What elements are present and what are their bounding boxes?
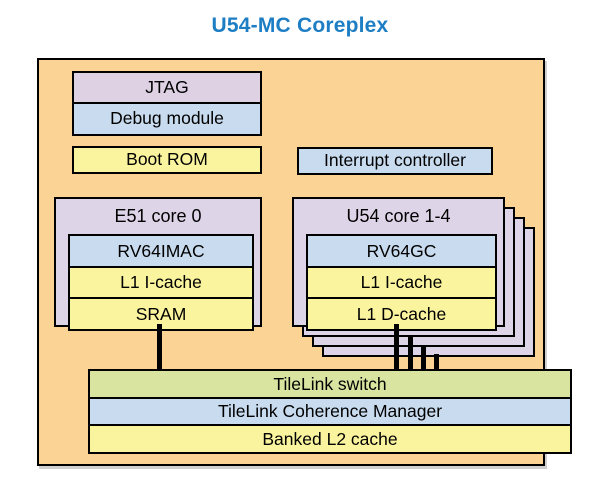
e51-core-block: E51 core 0 RV64IMAC L1 I-cache SRAM <box>54 197 262 331</box>
e51-core-rows: RV64IMAC L1 I-cache SRAM <box>68 234 254 331</box>
jtag-debug-group: JTAG Debug module <box>72 71 262 136</box>
coherence-manager-bar: TileLink Coherence Manager <box>88 396 572 427</box>
u54-bus-line-1 <box>394 324 399 372</box>
e51-bus-line <box>157 324 162 372</box>
u54-bus-line-2 <box>408 335 413 372</box>
interrupt-controller-box: Interrupt controller <box>297 147 493 175</box>
u54-core-block: U54 core 1-4 RV64GC L1 I-cache L1 D-cach… <box>292 197 505 331</box>
u54-bus-line-3 <box>421 345 426 372</box>
jtag-box: JTAG <box>72 71 262 104</box>
rv64gc-box: RV64GC <box>306 234 497 268</box>
u54-l1-icache-box: L1 I-cache <box>306 265 497 300</box>
boot-rom-box: Boot ROM <box>72 146 262 174</box>
e51-core-title: E51 core 0 <box>114 206 202 226</box>
u54-l1-dcache-box: L1 D-cache <box>306 297 497 331</box>
coreplex-container: JTAG Debug module Boot ROM Interrupt con… <box>37 58 572 466</box>
debug-module-box: Debug module <box>72 101 262 136</box>
u54-core-title: U54 core 1-4 <box>346 206 451 226</box>
e51-l1-icache-box: L1 I-cache <box>68 265 254 300</box>
u54-bus-line-4 <box>434 354 439 372</box>
tilelink-switch-bar: TileLink switch <box>88 369 572 399</box>
rv64imac-box: RV64IMAC <box>68 234 254 268</box>
page-title: U54-MC Coreplex <box>211 14 389 37</box>
u54-core-rows: RV64GC L1 I-cache L1 D-cache <box>306 234 497 331</box>
l2-cache-bar: Banked L2 cache <box>88 424 572 454</box>
